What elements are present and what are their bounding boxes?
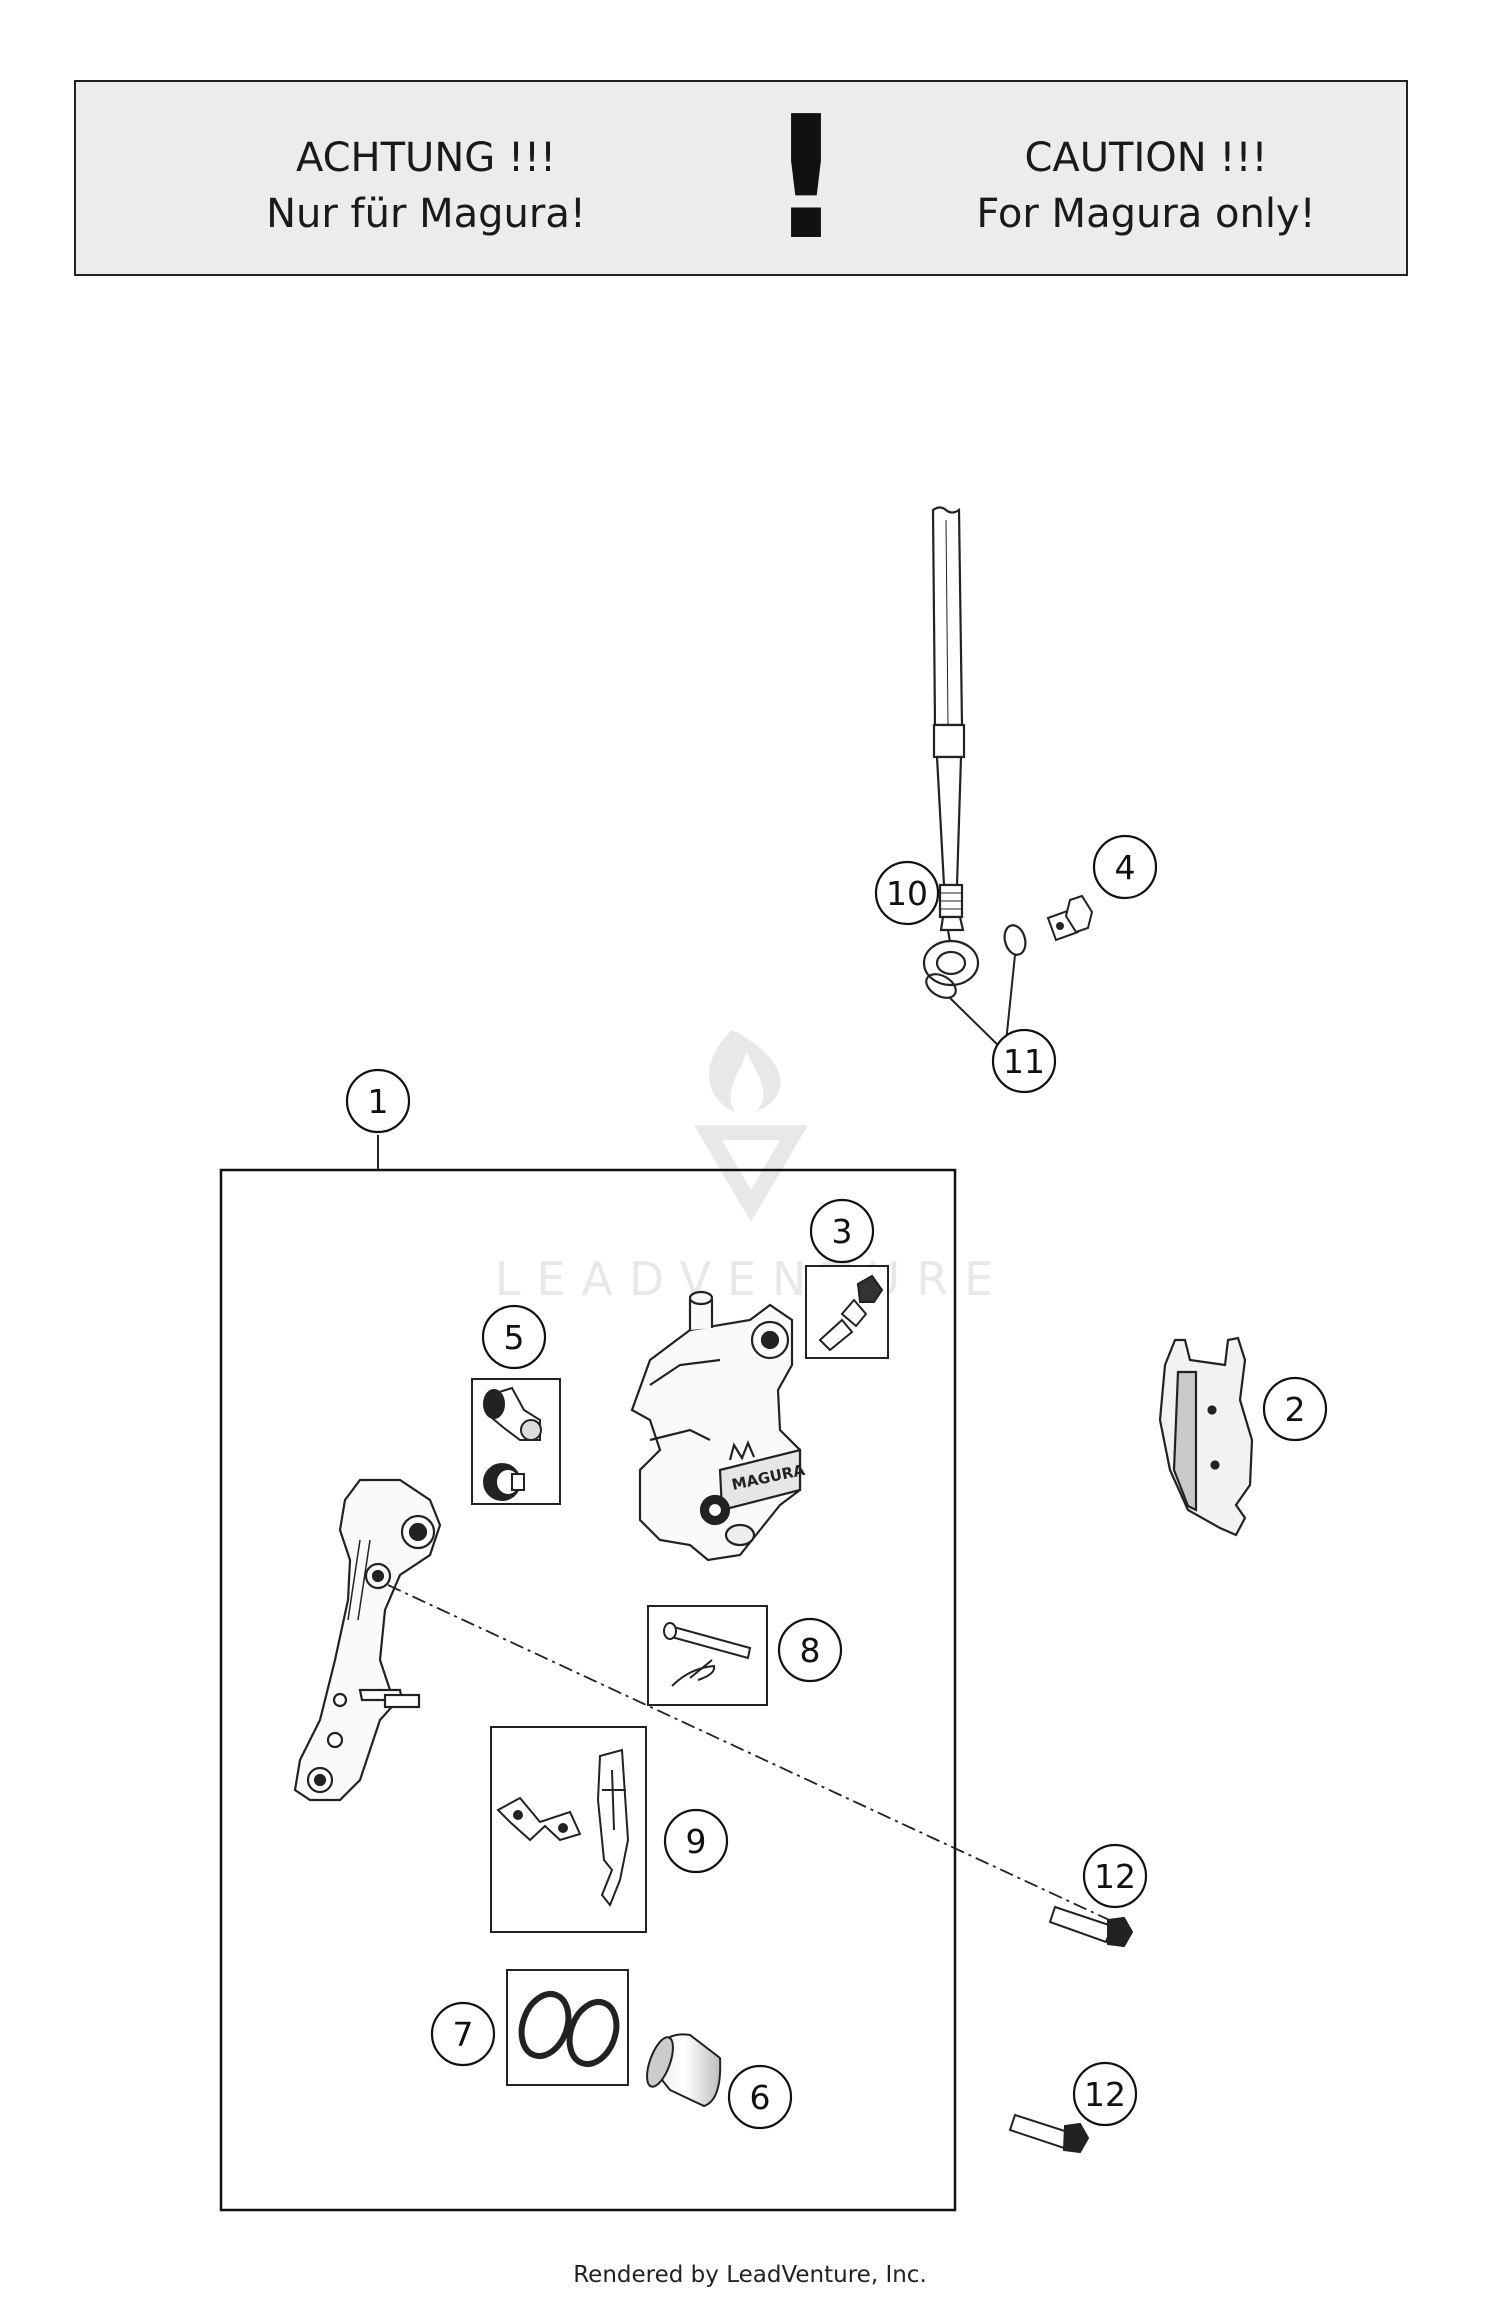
callout-9: 9 <box>663 1808 729 1874</box>
callout-3: 3 <box>809 1198 875 1264</box>
svg-text:2: 2 <box>1285 1390 1306 1429</box>
callout-6: 6 <box>727 2064 793 2130</box>
german-warning-text: Nur für Magura! <box>266 191 586 237</box>
callout-4: 4 <box>1092 834 1158 900</box>
svg-text:11: 11 <box>1003 1042 1045 1081</box>
callout-2: 2 <box>1262 1376 1328 1442</box>
english-warning-text: For Magura only! <box>976 191 1316 237</box>
svg-text:5: 5 <box>504 1318 525 1357</box>
svg-text:3: 3 <box>832 1212 853 1251</box>
svg-text:8: 8 <box>800 1631 821 1670</box>
brake-line <box>922 506 980 987</box>
svg-text:4: 4 <box>1115 848 1136 887</box>
pad-spring-box <box>490 1726 647 1933</box>
watermark-text: LEADVENTURE <box>495 1252 1010 1306</box>
svg-text:10: 10 <box>886 874 928 913</box>
english-warning: CAUTION !!! For Magura only! <box>926 130 1366 242</box>
caliper-kit-box <box>219 1168 957 2212</box>
svg-text:12: 12 <box>1084 2075 1126 2114</box>
watermark: LEADVENTURE <box>495 1030 1010 1306</box>
piston-seal-box <box>506 1969 629 2086</box>
callout-11: 11 <box>991 1028 1057 1094</box>
english-warning-title: CAUTION !!! <box>1024 135 1268 181</box>
leader-lines <box>377 954 1016 1170</box>
german-warning: ACHTUNG !!! Nur für Magura! <box>206 130 646 242</box>
caution-banner: ACHTUNG !!! Nur für Magura! ! CAUTION !!… <box>74 80 1408 276</box>
callout-1: 1 <box>345 1068 411 1134</box>
svg-text:9: 9 <box>686 1822 707 1861</box>
exclamation-icon: ! <box>767 80 845 278</box>
callout-8: 8 <box>777 1617 843 1683</box>
guide-bolt-box <box>471 1378 561 1505</box>
brake-piston <box>646 2033 722 2108</box>
brake-pads <box>1158 1336 1254 1537</box>
banjo-bolt <box>1046 894 1094 942</box>
callout-7: 7 <box>430 2001 496 2067</box>
caliper-support-bracket <box>293 1478 442 1802</box>
svg-text:6: 6 <box>750 2078 771 2117</box>
german-warning-title: ACHTUNG !!! <box>295 135 557 181</box>
sealing-rings <box>925 924 1027 999</box>
callout-12-upper: 12 <box>1082 1843 1148 1909</box>
caliper-housing: MAGURA <box>630 1290 807 1562</box>
svg-text:12: 12 <box>1094 1857 1136 1896</box>
pad-pin-box <box>647 1605 768 1706</box>
callout-5: 5 <box>481 1304 547 1370</box>
callout-10: 10 <box>874 860 940 926</box>
mounting-bolt-upper <box>1048 1905 1134 1948</box>
callout-12-lower: 12 <box>1072 2061 1138 2127</box>
bleeder-valve-box <box>805 1265 889 1359</box>
svg-text:7: 7 <box>453 2015 474 2054</box>
mounting-bolt-lower <box>1008 2113 1090 2154</box>
svg-text:1: 1 <box>368 1082 389 1121</box>
render-credit: Rendered by LeadVenture, Inc. <box>573 2262 927 2288</box>
